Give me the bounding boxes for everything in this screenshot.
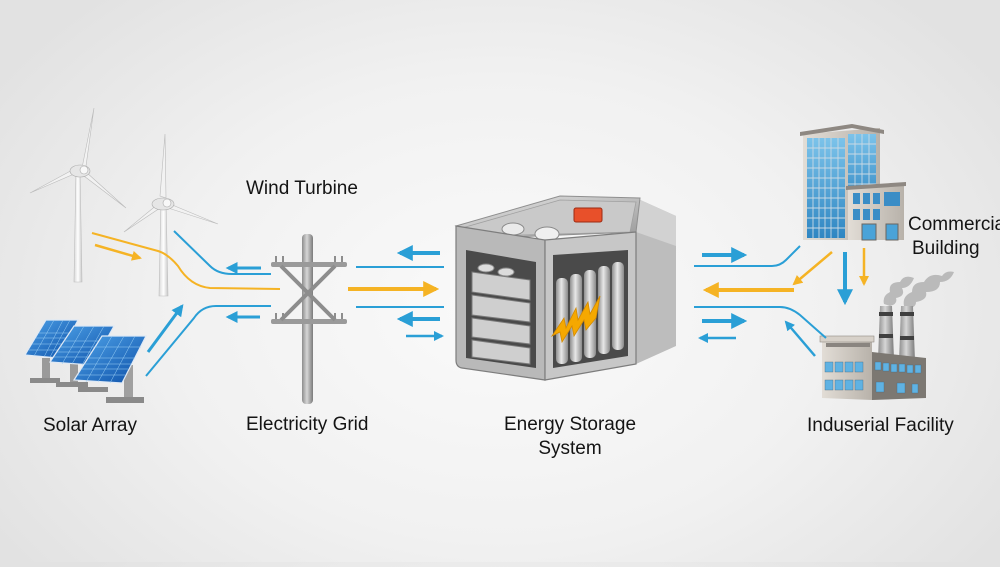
- electricity-grid-label: Electricity Grid: [246, 414, 369, 435]
- orange-arrow-wind: [94, 243, 142, 261]
- wind-turbine-right: [123, 133, 219, 297]
- energy-storage-label-line2: System: [538, 438, 602, 459]
- factory-icon: [819, 271, 954, 400]
- solar-panel-icon: [23, 319, 147, 403]
- energy-storage-label-line1: Energy Storage: [503, 414, 637, 435]
- commercial-building-label-line2: Building: [912, 238, 980, 259]
- blue-line-industrial: [694, 306, 827, 339]
- solar-panel-3: [72, 335, 147, 403]
- wind-turbine-icon: [29, 107, 219, 297]
- wind-turbine-left: [29, 107, 127, 283]
- blue-arrow-industrial-to-storage: [784, 320, 816, 357]
- solar-panel-1: [23, 319, 79, 383]
- power-pole-icon: [271, 234, 347, 404]
- flow-lines-right: [694, 245, 869, 357]
- flow-lines-left: [91, 230, 281, 377]
- orange-flow-wind-to-grid: [91, 232, 281, 290]
- flow-lines-grid-storage: [348, 245, 444, 341]
- commercial-building-label-line1: Commercial: [908, 214, 1000, 235]
- blue-line-commercial: [694, 245, 801, 267]
- orange-arrow-commercial-diagonal: [792, 251, 833, 286]
- wind-turbine-label: Wind Turbine: [246, 178, 358, 199]
- blue-arrow-solar-to-grid: [146, 304, 184, 353]
- solar-panel-2: [48, 325, 116, 387]
- office-building-icon: [800, 124, 906, 241]
- lightning-bolt-icon: [550, 295, 601, 344]
- industrial-facility-label: Induserial Facility: [807, 415, 954, 436]
- battery-icon: [454, 195, 676, 381]
- battery-module-stack: [471, 263, 531, 365]
- smoke-icon: [883, 271, 954, 308]
- energy-storage-label: Energy Storage System: [485, 413, 655, 461]
- solar-array-label: Solar Array: [43, 415, 137, 436]
- blue-line-solar: [145, 305, 271, 377]
- commercial-building-label: Commercial Building: [908, 213, 1000, 261]
